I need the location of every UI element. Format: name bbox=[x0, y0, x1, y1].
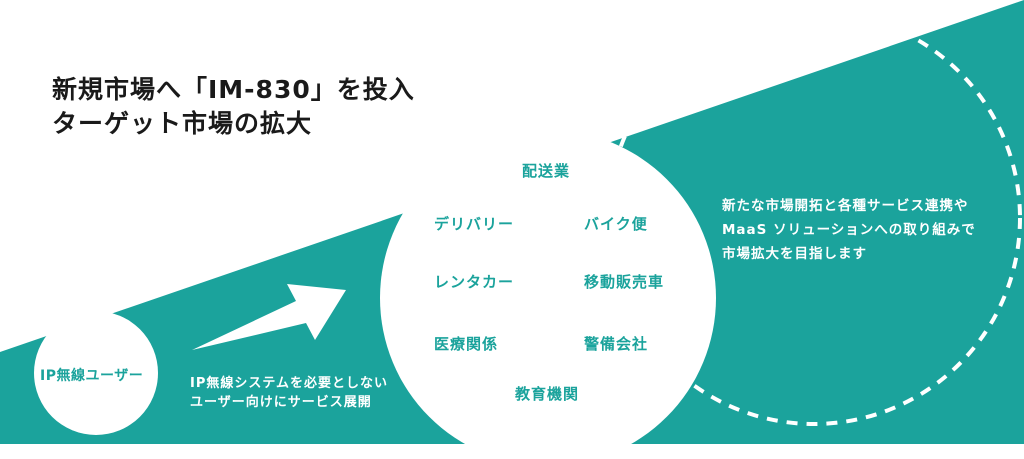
growth-arrow-icon bbox=[192, 284, 346, 350]
target-market-circle bbox=[380, 130, 716, 459]
industry-motorbike-courier: バイク便 bbox=[584, 215, 648, 233]
industry-delivery-business: 配送業 bbox=[522, 162, 571, 180]
current-market-circle bbox=[34, 311, 158, 435]
industry-education: 教育機関 bbox=[515, 385, 580, 403]
industry-security: 警備会社 bbox=[584, 335, 649, 353]
current-market-label: IP無線ユーザー bbox=[40, 368, 144, 384]
expansion-note-line-2: ユーザー向けにサービス展開 bbox=[190, 395, 372, 410]
future-note-line-2: MaaS ソリューションへの取り組みで bbox=[722, 222, 976, 238]
industry-food-delivery: デリバリー bbox=[434, 215, 515, 233]
expansion-note-line-1: IP無線システムを必要としない bbox=[190, 376, 388, 391]
future-note-line-1: 新たな市場開拓と各種サービス連携や bbox=[722, 198, 969, 214]
future-note-line-3: 市場拡大を目指します bbox=[722, 246, 867, 262]
title-line-2: ターゲット市場の拡大 bbox=[52, 109, 313, 138]
industry-mobile-sales: 移動販売車 bbox=[584, 273, 665, 291]
industry-car-rental: レンタカー bbox=[434, 273, 515, 291]
industry-medical: 医療関係 bbox=[434, 335, 499, 353]
title-line-1: 新規市場へ「IM-830」を投入 bbox=[52, 75, 415, 104]
